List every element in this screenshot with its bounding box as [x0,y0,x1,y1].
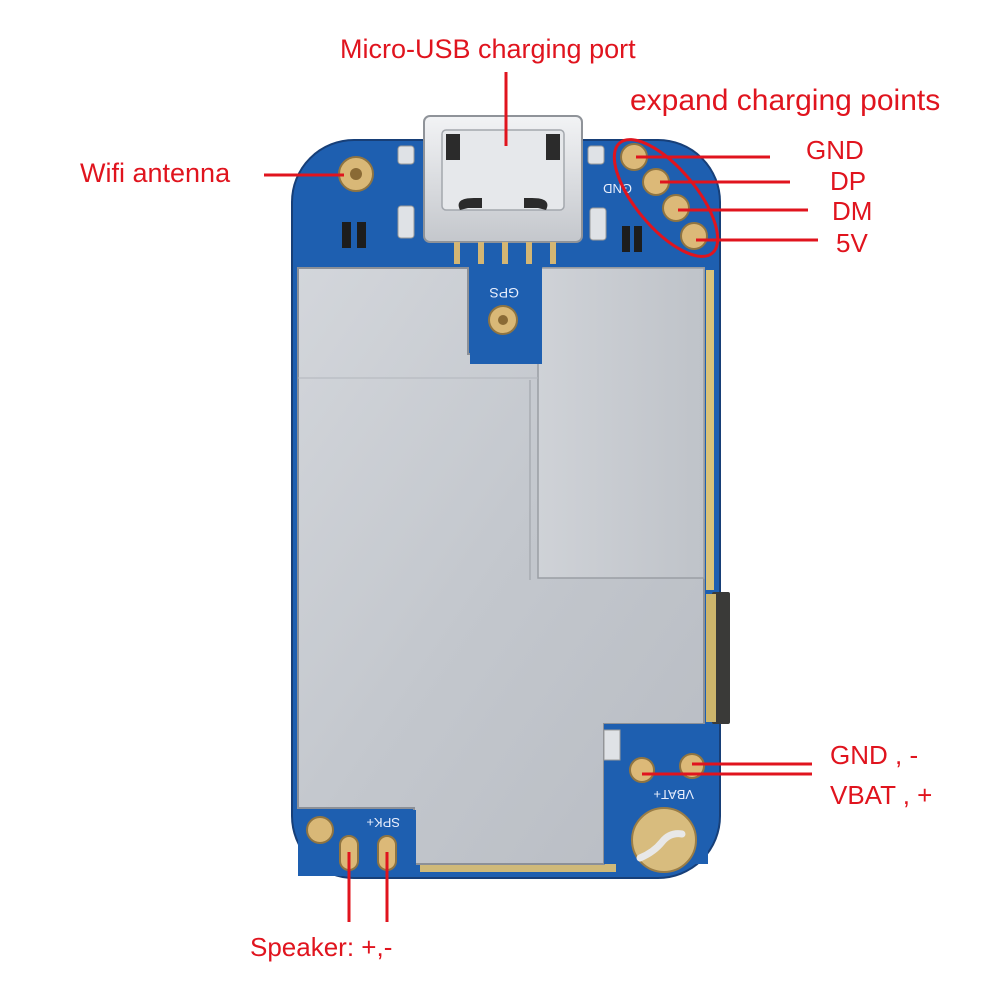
battery-vbat-pad [629,757,655,783]
silkscreen-gps: GPS [489,285,519,301]
corner-pad-bottom-left [306,816,334,844]
bottom-edge-trim [420,862,616,872]
expand-points-highlight [612,138,720,258]
dm-label: DM [832,196,873,226]
silkscreen-vbat: VBAT+ [653,787,694,802]
expand-charging-pads [620,143,708,250]
board-edge-trim [706,270,714,590]
gnd-minus-label: GND , - [830,740,919,770]
5v-label: 5V [836,228,868,258]
wifi-antenna-label: Wifi antenna [80,158,231,188]
gnd-label: GND [806,135,864,165]
speaker-label: Speaker: +,- [250,932,393,962]
vbat-plus-label: VBAT , + [830,780,933,810]
usb-port-label: Micro-USB charging port [340,34,636,64]
battery-gnd-pad [679,753,705,779]
side-component [712,592,730,724]
micro-usb-connector [423,115,583,264]
metal-shield-panel [537,267,705,579]
dp-label: DP [830,166,867,196]
expand-points-label: expand charging points [630,84,941,117]
silkscreen-spk: SPK+ [366,815,400,830]
